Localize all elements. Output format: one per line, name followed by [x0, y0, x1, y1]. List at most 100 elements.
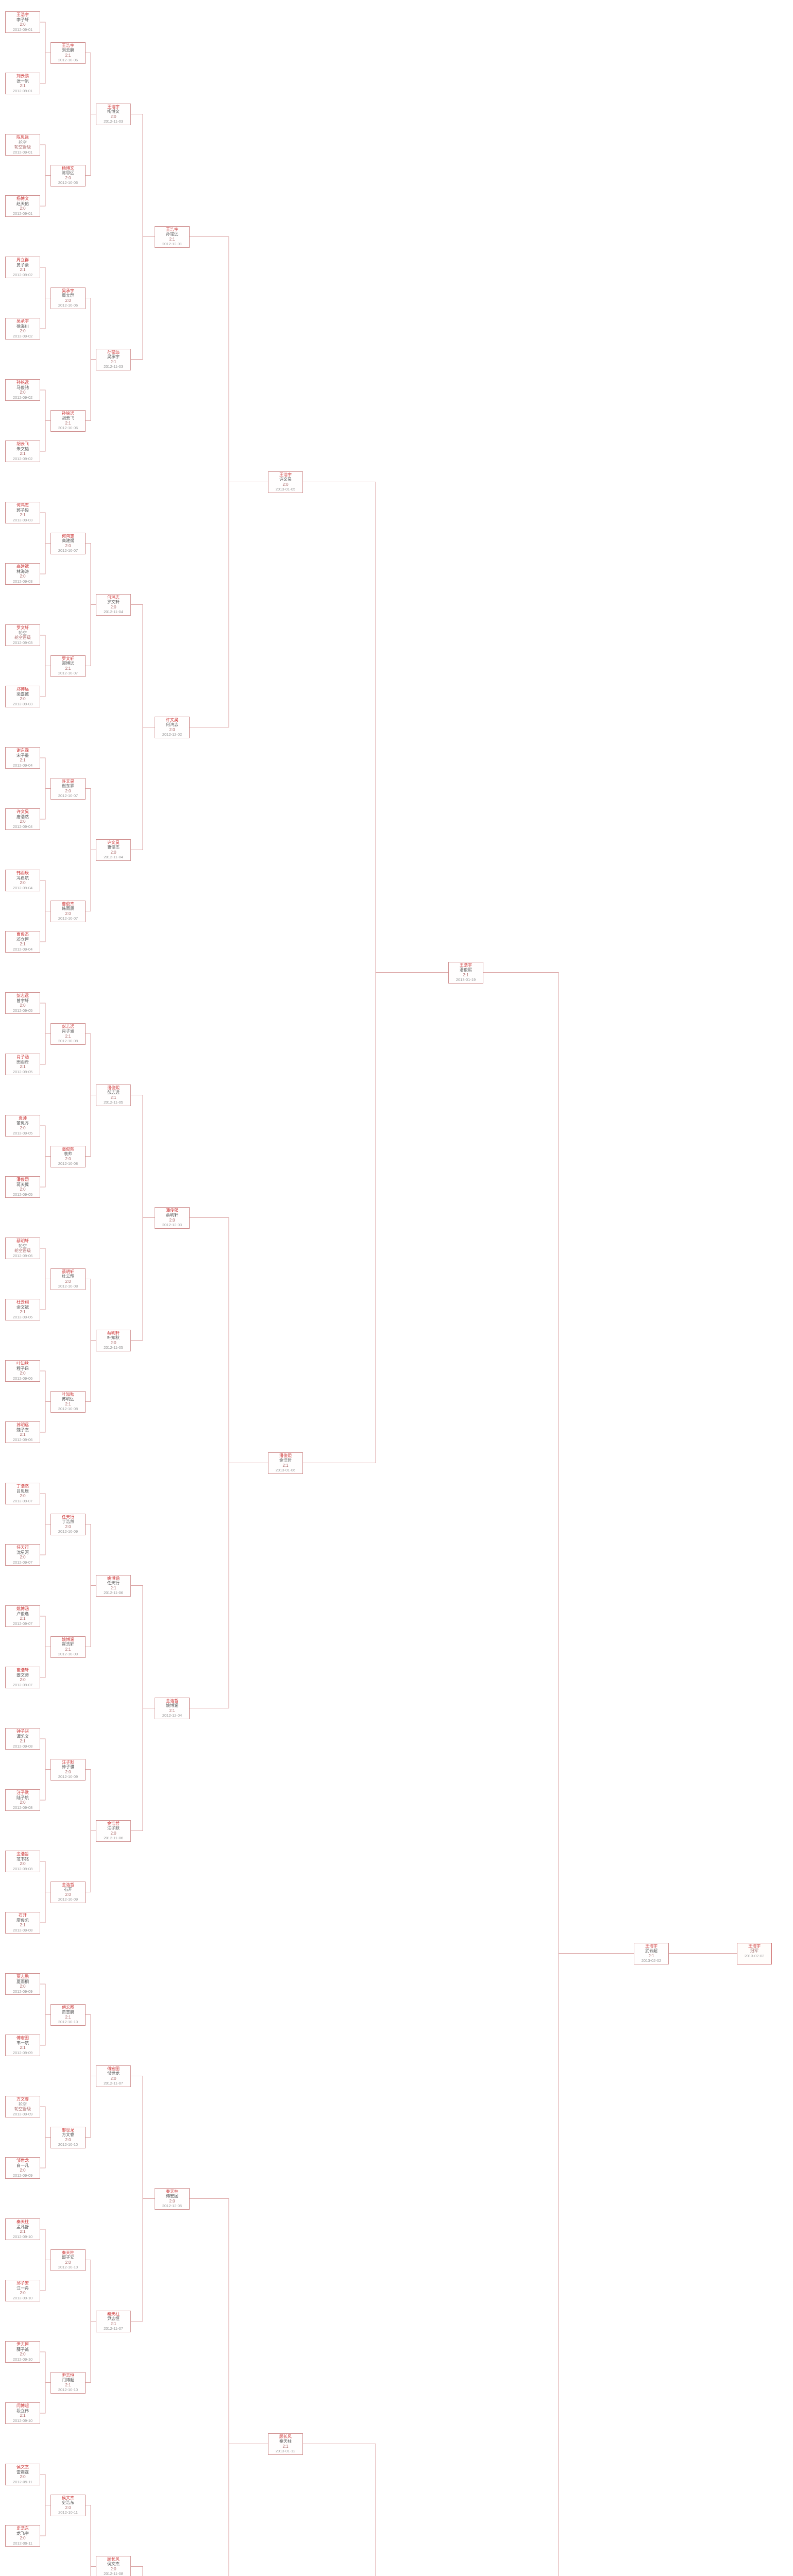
match-score: 2:0 [65, 543, 71, 548]
match-date: 2012-09-06 [12, 1314, 33, 1319]
match-date: 2012-09-04 [12, 824, 33, 829]
match-score: 2:0 [20, 329, 26, 333]
match-date: 2012-09-08 [12, 1927, 33, 1933]
match-date: 2012-10-06 [58, 58, 78, 62]
loser-name: 朱文韬 [16, 446, 29, 451]
loser-name: 曹俊杰 [107, 845, 120, 850]
loser-name: 蒋天翼 [16, 1182, 29, 1187]
match-date: 2012-11-04 [104, 855, 123, 859]
loser-name: 冯启航 [16, 875, 29, 880]
winner-name: 许文昊 [16, 809, 29, 814]
loser-name: 武云超 [645, 1948, 657, 1953]
match-score: 2:0 [20, 2168, 26, 2173]
match-date: 2012-09-09 [12, 2050, 33, 2055]
match-date: 2012-10-11 [58, 2510, 78, 2515]
match-date: 2012-11-06 [104, 1590, 123, 1595]
match-date: 2012-09-11 [13, 2540, 32, 2546]
match-score: 2:0 [65, 1892, 71, 1897]
loser-name: 杨博文 [107, 109, 120, 114]
winner-name: 潘俊熙 [107, 1085, 120, 1090]
loser-name: 谢东霖 [62, 784, 74, 788]
loser-name: 肖子涵 [62, 1029, 74, 1033]
match-date: 2012-09-01 [12, 149, 33, 155]
match-date: 2012-10-10 [58, 2020, 78, 2024]
winner-name: 秦天柱 [166, 2189, 178, 2194]
match-date: 2012-09-01 [12, 27, 33, 32]
match-score: 2:0 [20, 1126, 26, 1130]
winner-name: 许文昊 [166, 717, 178, 722]
loser-name: 段立伟 [16, 2408, 29, 2413]
winner-name: 邱子安 [16, 2281, 29, 2285]
winner-name: 尹志恒 [62, 2372, 74, 2378]
match-score: 2:0 [20, 22, 26, 27]
match-score: 轮空晋级 [14, 145, 31, 149]
match-date: 2012-10-10 [58, 2387, 78, 2392]
match-score: 2:0 [20, 2352, 26, 2357]
match-date: 2012-09-04 [12, 946, 33, 952]
match-score: 2:1 [65, 666, 71, 671]
match-score: 2:1 [20, 1064, 26, 1069]
match-score: 2:0 [20, 1984, 26, 1989]
match-date: 2012-09-10 [12, 2418, 33, 2423]
match-score: 2:0 [20, 1800, 26, 1805]
loser-name: 许文昊 [279, 477, 292, 482]
match-score: 2:0 [65, 175, 71, 180]
loser-name: 董思齐 [16, 1121, 29, 1126]
match-score: 2:0 [65, 788, 71, 793]
match-date: 2012-09-07 [12, 1498, 33, 1503]
loser-name: 蔡明轩 [166, 1213, 178, 1217]
match-date: 2012-09-10 [12, 2295, 33, 2300]
match-score: 2:1 [20, 1310, 26, 1314]
loser-name: 韩雨辰 [62, 906, 74, 911]
match-score: 2:1 [20, 451, 26, 456]
match-score: 2:1 [65, 1401, 71, 1406]
winner-name: 韩雨辰 [16, 871, 29, 875]
match-score: 2:1 [65, 1033, 71, 1039]
match-score: 2:0 [169, 727, 175, 732]
loser-name: 史浩东 [62, 2500, 74, 2505]
loser-name: 周立群 [62, 293, 74, 298]
match-date: 2012-10-07 [58, 671, 78, 675]
winner-name: 孙铭远 [107, 349, 120, 354]
loser-name: 郭子毅 [16, 507, 29, 513]
winner-name: 姚博涵 [16, 1606, 29, 1611]
winner-name: 何鸿志 [16, 503, 29, 507]
winner-name: 刘云鹏 [16, 74, 29, 78]
match-date: 2013-01-19 [455, 977, 476, 982]
winner-name: 贾志鹏 [16, 1974, 29, 1979]
match-score: 2:0 [65, 911, 71, 916]
winner-name: 彭志远 [62, 1024, 74, 1029]
match-date: 2012-09-11 [13, 2479, 32, 2484]
match-score: 2:0 [20, 1677, 26, 1682]
match-date: 2012-09-05 [12, 1130, 33, 1136]
winner-name: 任天行 [16, 1545, 29, 1550]
winner-name: 姚博涵 [107, 1575, 120, 1581]
winner-name: 邹世龙 [62, 2127, 74, 2132]
winner-name: 袁帅 [19, 1116, 27, 1121]
match-score: 2:1 [20, 83, 26, 88]
loser-name: 吴承宇 [107, 354, 120, 359]
match-date: 2012-10-09 [58, 1897, 78, 1902]
